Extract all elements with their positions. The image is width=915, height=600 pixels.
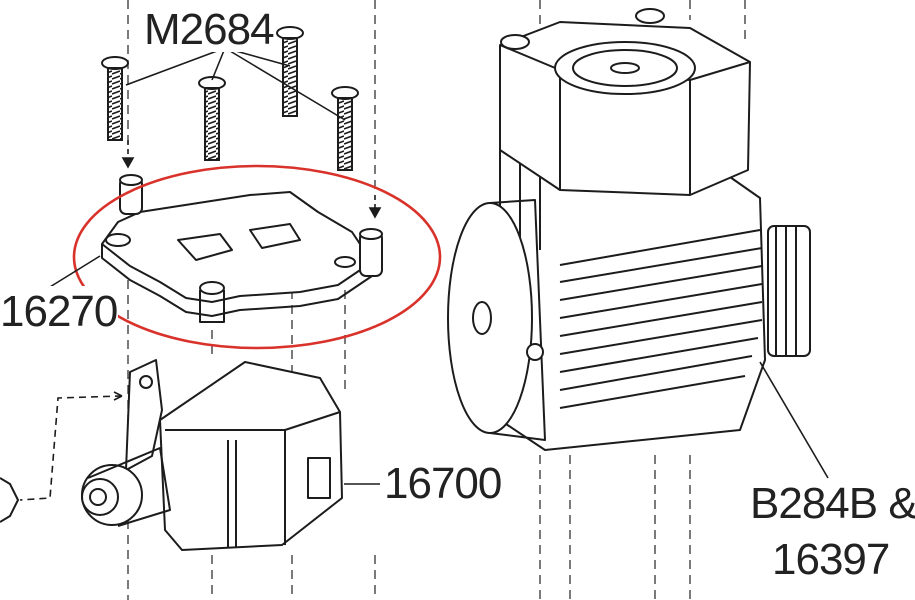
label-motor-line1: B284B &	[750, 479, 915, 528]
mount-plate-leader-line	[44, 255, 101, 291]
label-motor-line2: 16397	[772, 535, 890, 584]
screw	[101, 56, 129, 141]
screw	[276, 26, 304, 117]
motor-with-fan-and-heatsink	[447, 8, 811, 451]
highlight-ellipse	[72, 164, 442, 350]
servo	[81, 359, 343, 551]
insertion-arrows	[121, 140, 382, 219]
servo-leaders	[19, 391, 382, 501]
servo-linkage-end	[0, 477, 20, 523]
screw	[198, 76, 226, 161]
label-servo-16700: 16700	[384, 459, 502, 508]
screws-m2684	[101, 26, 359, 171]
label-screws-m2684: M2684	[144, 5, 275, 54]
label-mount-plate-16270: 16270	[0, 287, 118, 336]
servo-mount-plate	[101, 174, 383, 323]
motor-leader-line	[759, 361, 829, 479]
dashed-guide-lines	[127, 0, 746, 600]
label-backgrounds	[0, 6, 915, 590]
screw	[331, 86, 359, 171]
screw-leader-lines	[125, 47, 346, 121]
